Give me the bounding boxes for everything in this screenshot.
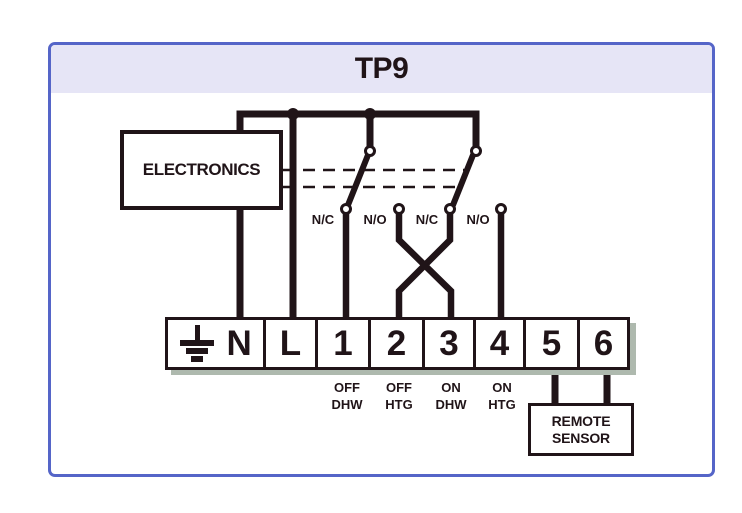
terminal-label-l: L bbox=[279, 323, 302, 363]
contact-label-nc1: N/C bbox=[311, 212, 335, 227]
title-band: TP9 bbox=[51, 45, 712, 93]
terminal-label-3: 3 bbox=[439, 323, 459, 363]
terminal-3: 3 bbox=[425, 320, 476, 367]
contact-label-nc2: N/C bbox=[415, 212, 439, 227]
contact-label-no2: N/O bbox=[466, 212, 490, 227]
terminal-label-5: 5 bbox=[541, 323, 562, 363]
terminal-label-n: N bbox=[226, 323, 252, 363]
terminal-earth-neutral: N bbox=[168, 320, 266, 367]
terminal-label-2: 2 bbox=[386, 323, 407, 363]
terminal-l: L bbox=[266, 320, 318, 367]
electronics-label: ELECTRONICS bbox=[142, 160, 261, 179]
remote-sensor-label-line1: REMOTE bbox=[551, 412, 611, 429]
terminal-label-4: 4 bbox=[489, 323, 510, 363]
terminal-1: 1 bbox=[318, 320, 371, 367]
terminal-6: 6 bbox=[580, 320, 627, 367]
remote-sensor-box: REMOTE SENSOR bbox=[528, 403, 634, 456]
terminal-label-6: 6 bbox=[593, 323, 614, 363]
terminal-5: 5 bbox=[526, 320, 580, 367]
remote-sensor-label-line2: SENSOR bbox=[552, 429, 610, 446]
terminal-block: N L 1 2 3 4 5 6 bbox=[165, 317, 630, 370]
terminal-2: 2 bbox=[371, 320, 425, 367]
earth-icon bbox=[179, 325, 215, 362]
contact-label-no1: N/O bbox=[363, 212, 387, 227]
function-label-terminal1: OFF DHW bbox=[331, 380, 363, 412]
electronics-box: ELECTRONICS bbox=[120, 130, 283, 210]
function-label-terminal2: OFF HTG bbox=[385, 380, 413, 412]
terminal-label-1: 1 bbox=[333, 323, 353, 363]
function-label-terminal4: ON HTG bbox=[488, 380, 516, 412]
diagram-title: TP9 bbox=[354, 52, 409, 85]
function-label-terminal3: ON DHW bbox=[435, 380, 467, 412]
terminal-4: 4 bbox=[476, 320, 526, 367]
